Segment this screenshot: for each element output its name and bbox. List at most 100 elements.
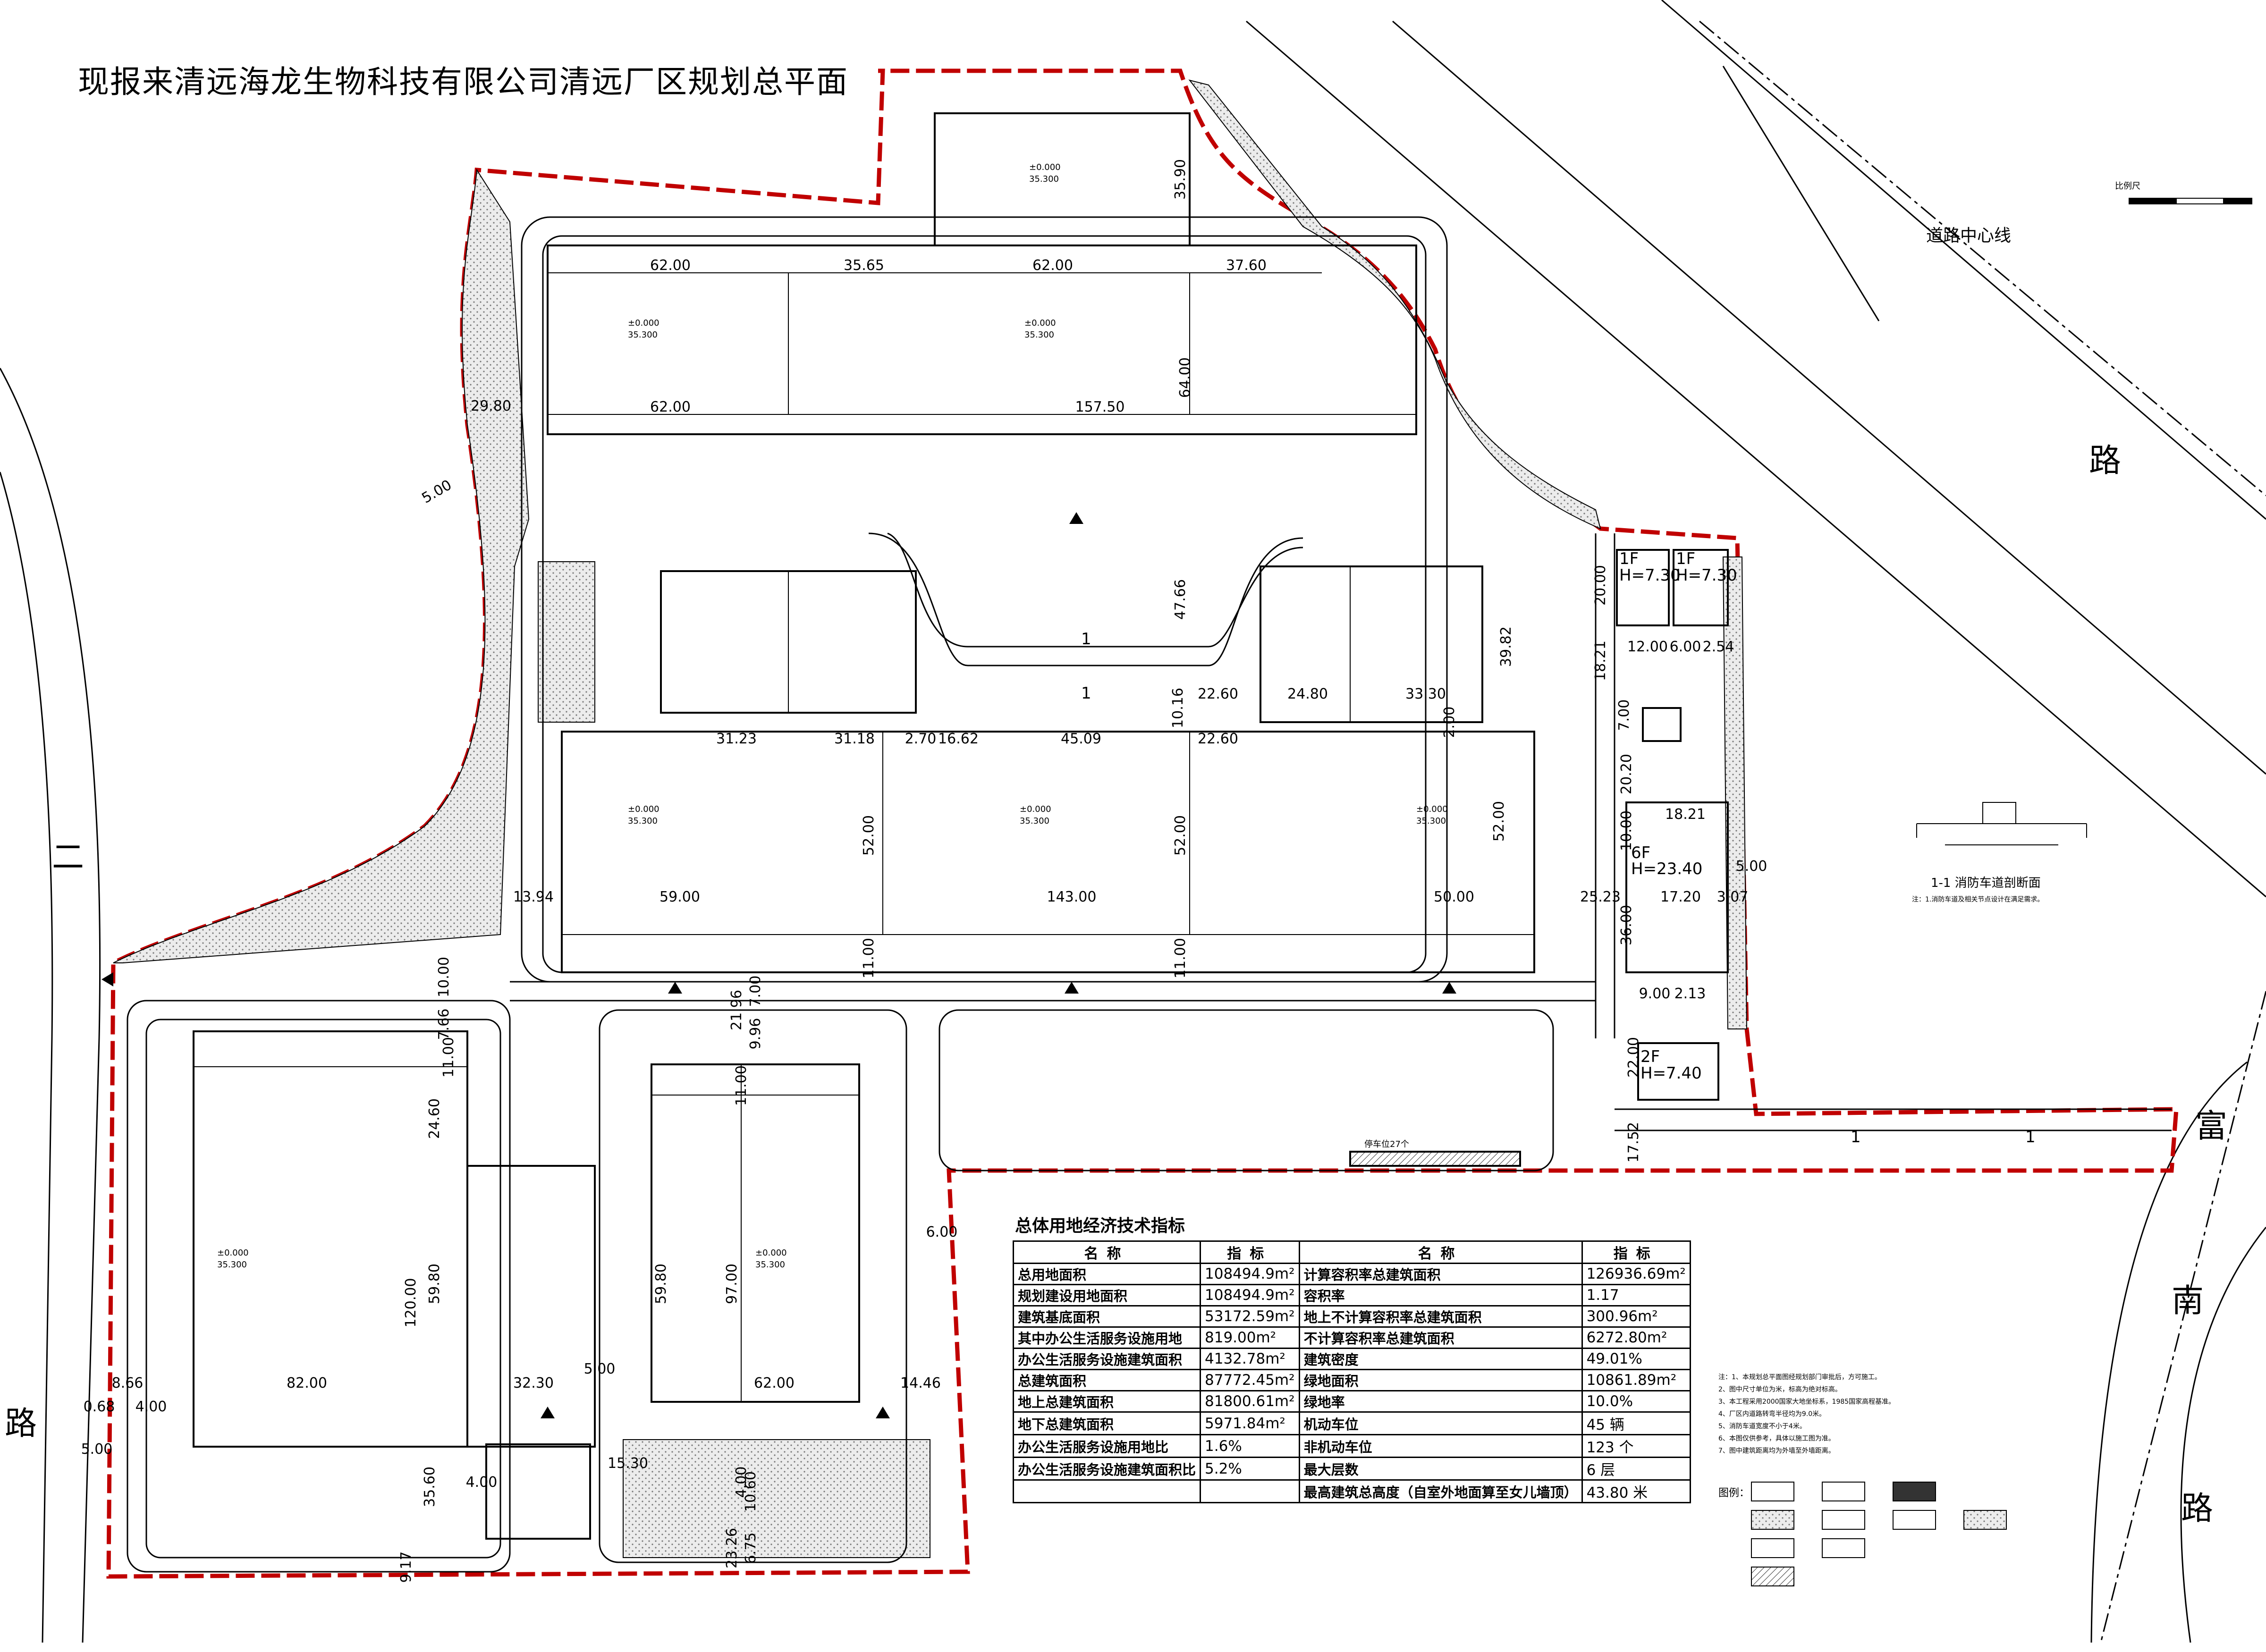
dim: 11.00	[733, 1065, 750, 1106]
dim: 24.60	[426, 1098, 443, 1139]
dim: 22.60	[1198, 731, 1238, 747]
road-label: 路	[5, 1405, 37, 1442]
dim: 13.94	[513, 889, 554, 905]
dim: 24.80	[1287, 686, 1328, 702]
green-areas	[113, 79, 1748, 1558]
dim: 31.23	[716, 731, 757, 747]
cell: 4132.78m²	[1200, 1348, 1300, 1370]
building-plant-north-top	[934, 112, 1191, 246]
header-cell: 指标	[1200, 1240, 1300, 1264]
header-cell: 名称	[1298, 1240, 1583, 1264]
section-mark: 1	[2025, 1128, 2036, 1146]
label-h-2f: H=7.40	[1640, 1064, 1702, 1083]
cell: 地上总建筑面积	[1012, 1390, 1201, 1413]
dim: 35.65	[844, 257, 884, 274]
section-mark: 1	[1851, 1128, 1861, 1146]
dim: 62.00	[754, 1375, 795, 1391]
buildings	[193, 112, 1729, 1540]
elevation-label: ±0.000	[628, 318, 660, 328]
note-line: 注：1、本规划总平面图经规划部门审批后，方可施工。	[1718, 1374, 1881, 1381]
elevation-label: ±0.000	[755, 1248, 787, 1258]
cell: 绿地面积	[1298, 1369, 1583, 1391]
cell: 1.6%	[1200, 1434, 1300, 1458]
building-small-south	[485, 1443, 591, 1540]
label-h-a: H=7.30	[1619, 566, 1681, 585]
dim: 2.70	[905, 731, 937, 747]
legend-symbols	[1751, 1482, 2007, 1586]
dim: 5.00	[584, 1361, 616, 1377]
dim: 37.60	[1226, 257, 1267, 274]
elevation-label: ±0.000	[1416, 804, 1448, 814]
dim: 20.20	[1618, 754, 1635, 794]
road-label: 二	[52, 839, 85, 876]
elevation-label: ±0.000	[217, 1248, 249, 1258]
dim: 36.00	[1618, 905, 1635, 945]
road-centerline-label: 道路中心线	[1926, 226, 2012, 245]
elevation-label: 35.300	[755, 1260, 785, 1270]
cell: 5971.84m²	[1200, 1411, 1300, 1435]
dim: 82.00	[287, 1375, 327, 1391]
section-mark: 1	[1081, 630, 1091, 649]
cell: 绿地率	[1298, 1390, 1583, 1413]
page-title: 现报来清远海龙生物科技有限公司清远厂区规划总平面	[78, 64, 848, 100]
cell: 126936.69m²	[1581, 1263, 1691, 1285]
fire-lane-section-title: 1-1 消防车道剖断面	[1931, 876, 2041, 890]
dim: 22.60	[1198, 686, 1238, 702]
dim: 143.00	[1047, 889, 1097, 905]
cell: 办公生活服务设施建筑面积比	[1012, 1457, 1201, 1481]
road-label: 南	[2172, 1282, 2204, 1320]
elevation-label: ±0.000	[1029, 162, 1061, 172]
dim: 9.17	[398, 1551, 414, 1583]
note-line: 4、厂区内道路转弯半径均为9.0米。	[1718, 1410, 1826, 1418]
cell: 10861.89m²	[1581, 1369, 1691, 1391]
building-dorm-6f	[1625, 801, 1729, 973]
cell: 53172.59m²	[1200, 1305, 1300, 1328]
dim: 7.66	[436, 1009, 452, 1040]
dim: 97.00	[724, 1264, 740, 1304]
cell: 非机动车位	[1298, 1434, 1583, 1458]
entrance-markers	[101, 512, 1456, 1418]
building-wing-east	[1260, 565, 1483, 723]
dim: 64.00	[1177, 357, 1193, 398]
elevation-label: 35.300	[1029, 174, 1059, 184]
dim: 20.00	[1592, 565, 1609, 606]
dim: 7.00	[1616, 700, 1632, 731]
note-line: 5、消防车道宽度不小于4米。	[1718, 1423, 1806, 1430]
cell	[1012, 1479, 1201, 1503]
dim: 12.00	[1627, 639, 1668, 655]
dim: 10.60	[743, 1471, 759, 1512]
elevation-label: ±0.000	[1024, 318, 1056, 328]
dim: 59.00	[660, 889, 700, 905]
parking-label: 停车位27个	[1364, 1139, 1409, 1149]
dim: 5.00	[419, 477, 455, 507]
elevation-label: ±0.000	[628, 804, 660, 814]
cell: 43.80 米	[1581, 1479, 1691, 1503]
dim: 29.80	[471, 398, 511, 414]
building-office-1f-b	[1673, 549, 1729, 626]
dim: 52.00	[1172, 815, 1189, 856]
dim: 39.82	[1498, 626, 1514, 667]
dim: 21.96	[728, 990, 745, 1030]
dim: 8.66	[112, 1375, 144, 1391]
cell: 5.2%	[1200, 1457, 1300, 1481]
dim: 157.50	[1075, 399, 1125, 415]
elevation-label: 35.300	[1416, 816, 1446, 826]
cell: 建筑基底面积	[1012, 1305, 1201, 1328]
dim: 32.30	[513, 1375, 554, 1391]
dim: 7.00	[747, 976, 764, 1007]
dim: 52.00	[861, 815, 877, 856]
building-plant-southwest	[193, 1030, 468, 1448]
dim: 45.09	[1061, 731, 1101, 747]
fire-lane-section-diagram	[1916, 802, 2087, 845]
note-line: 3、本工程采用2000国家大地坐标系，1985国家高程基准。	[1718, 1398, 1895, 1406]
label-1f-b: 1F	[1676, 549, 1695, 568]
dim: 62.00	[650, 257, 691, 274]
elevation-label: 35.300	[217, 1260, 247, 1270]
